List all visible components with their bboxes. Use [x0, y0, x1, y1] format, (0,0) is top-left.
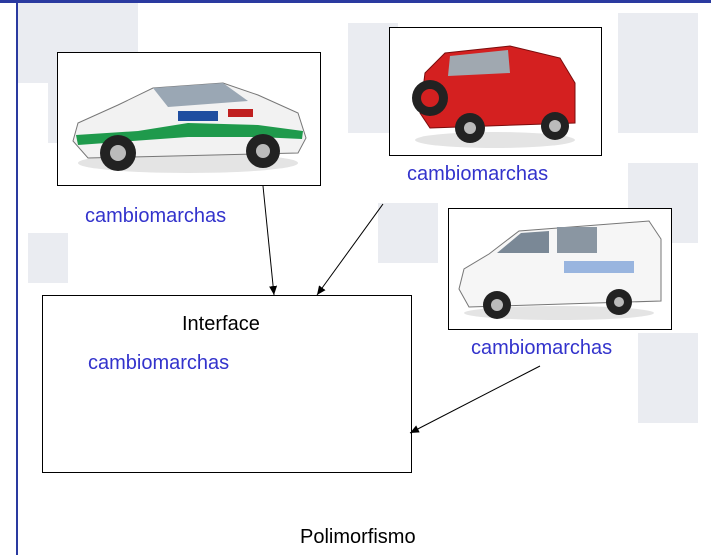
interface-method-label: cambiomarchas — [88, 352, 230, 374]
red-jeep-image — [389, 27, 602, 156]
slide-caption: Polimorfismo — [300, 526, 416, 548]
rally-car-image — [57, 52, 321, 186]
slide-top-border — [0, 0, 711, 3]
rally-car-label: cambiomarchas — [85, 205, 227, 227]
interface-title: Interface — [182, 313, 260, 335]
slide-left-border — [16, 3, 18, 555]
red-jeep-label: cambiomarchas — [407, 163, 549, 185]
white-van-label: cambiomarchas — [471, 337, 613, 359]
white-van-image — [448, 208, 672, 330]
interface-box: Interface cambiomarchas — [42, 295, 412, 473]
